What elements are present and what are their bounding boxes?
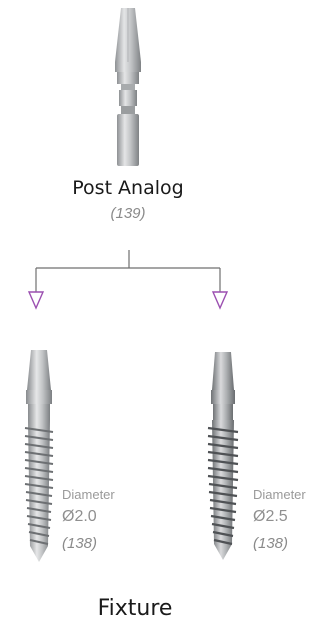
fixture-right-ref: (138) (253, 535, 289, 552)
fixture-title: Fixture (97, 596, 173, 621)
connector-lines (35, 250, 221, 292)
fixture-right-diameter-value: Ø2.5 (253, 508, 288, 525)
post-analog-title: Post Analog (72, 177, 184, 199)
fixture-image-right (207, 352, 239, 560)
post-analog-ref: (139) (110, 205, 146, 222)
right-arrow (211, 291, 229, 310)
fixture-left-ref: (138) (62, 535, 98, 552)
fixture-left-diameter-label: Diameter (62, 487, 115, 502)
fixture-image-left (24, 350, 54, 562)
post-analog-image (115, 8, 141, 166)
connector-diagram (27, 250, 229, 310)
fixture-right-diameter-label: Diameter (253, 487, 306, 502)
left-arrow (27, 291, 45, 310)
fixture-left-diameter-value: Ø2.0 (62, 508, 97, 525)
